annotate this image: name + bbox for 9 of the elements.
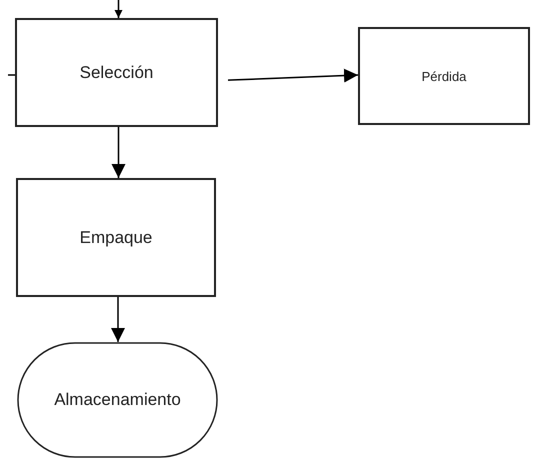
arrow	[112, 127, 126, 178]
node-label: Pérdida	[422, 68, 466, 84]
incoming-line	[8, 74, 15, 76]
incoming-line	[114, 0, 122, 18]
arrow	[228, 68, 358, 83]
node-label: Almacenamiento	[54, 390, 181, 410]
node-label: Empaque	[80, 228, 152, 248]
node-label: Selección	[80, 62, 154, 82]
arrow	[111, 297, 125, 342]
